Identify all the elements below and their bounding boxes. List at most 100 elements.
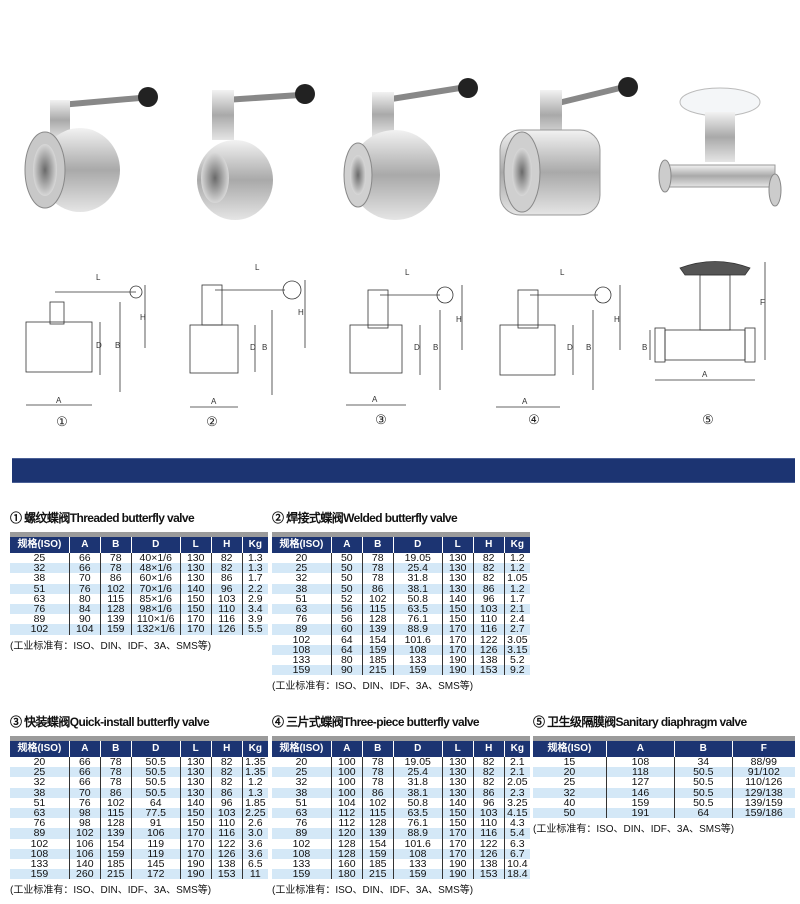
table-cell: 191 — [606, 808, 675, 818]
table-cell: 170 — [442, 828, 474, 839]
table-cell: 130 — [442, 563, 474, 574]
table-cell: 64 — [331, 644, 363, 655]
table-cell: 25 — [272, 767, 332, 778]
table-cell: 150 — [180, 604, 212, 614]
svg-text:B: B — [433, 343, 438, 352]
table-cell: 154 — [100, 838, 132, 849]
svg-text:A: A — [372, 395, 378, 404]
table-cell: 78 — [362, 757, 394, 767]
table-cell: 130 — [180, 757, 212, 767]
table-cell: 190 — [442, 859, 474, 869]
table-cell: 98 — [69, 818, 101, 829]
table-cell: 185 — [362, 859, 394, 869]
table-cell: 50.8 — [393, 593, 443, 604]
table-cell: 2.05 — [507, 776, 528, 789]
table-cell: 100 — [331, 757, 363, 767]
table-cell: 76.1 — [393, 818, 443, 829]
table-cell: 9.2 — [504, 665, 530, 676]
svg-text:A: A — [522, 397, 528, 406]
table-cell: 91 — [131, 818, 181, 829]
table-cell: 102 — [100, 797, 132, 808]
table-cell: 190 — [180, 859, 212, 869]
table-cell: 115 — [362, 604, 394, 614]
column-header: Kg — [504, 537, 530, 553]
table-cell: 50.5 — [131, 767, 181, 778]
column-header: L — [442, 741, 474, 757]
table-cell: 190 — [442, 665, 474, 676]
table-cell: 150 — [442, 604, 474, 614]
table-cell: 89 — [272, 828, 332, 839]
column-header: Kg — [242, 741, 268, 757]
column-header: L — [442, 537, 474, 553]
svg-text:L: L — [96, 273, 101, 282]
table-cell: 25.4 — [393, 767, 443, 778]
table-cell: 85×1/6 — [131, 593, 181, 604]
table-cell: 133 — [393, 859, 443, 869]
table-cell: 86 — [100, 787, 132, 798]
table-cell: 63 — [10, 808, 70, 818]
table-cell: 102 — [362, 797, 394, 808]
table-cell: 50.5 — [131, 787, 181, 798]
table-cell: 128 — [362, 614, 394, 625]
table-cell: 180 — [331, 869, 363, 880]
table-cell: 70×1/6 — [131, 583, 181, 594]
table-cell: 2.1 — [510, 756, 525, 769]
table-title: ④ 三片式蝶阀Three-piece butterfly valve — [272, 715, 480, 729]
table-title: ⑤ 卫生级隔膜阀Sanitary diaphragm valve — [533, 715, 747, 729]
table-cell: 101.6 — [393, 838, 443, 849]
table-cell: 130 — [180, 553, 212, 563]
table-cell: 88.9 — [393, 828, 443, 839]
column-header: B — [674, 741, 733, 757]
table-cell: 106 — [131, 828, 181, 839]
table-cell: 15 — [533, 757, 607, 767]
table-cell: 91/102 — [732, 767, 795, 778]
table-cell: 159 — [272, 869, 332, 880]
table-cell: 96 — [473, 593, 505, 604]
table-title: ③ 快装蝶阀Quick-install butterfly valve — [10, 715, 210, 729]
table-cell: 38 — [10, 787, 70, 798]
table-cell: 82 — [473, 757, 505, 767]
table-cell: 66 — [69, 777, 101, 788]
table-cell: 78 — [362, 553, 394, 563]
svg-text:B: B — [115, 341, 120, 350]
table-cell: 102 — [10, 838, 70, 849]
table-cell: 159 — [100, 848, 132, 859]
table-cell: 78 — [100, 757, 132, 767]
table-cell: 104 — [69, 624, 101, 635]
table-cell: 159 — [393, 665, 443, 676]
table-cell: 133 — [10, 859, 70, 869]
technical-drawings: L H D B A L H D B A L H D B A — [25, 261, 766, 408]
table-cell: 80 — [331, 655, 363, 665]
table-cell: 2.4 — [510, 613, 525, 626]
table-cell: 159 — [10, 869, 70, 880]
table-cell: 190 — [442, 869, 474, 880]
table-cell: 1.2 — [504, 583, 530, 594]
column-header: L — [180, 537, 212, 553]
threaded-valve-photo — [24, 87, 158, 212]
table-cell: 50 — [331, 583, 363, 594]
table-cell: 122 — [473, 634, 505, 645]
column-header: B — [362, 741, 394, 757]
table-cell: 50.8 — [393, 797, 443, 808]
table-cell: 82 — [211, 757, 243, 767]
table-cell: 90 — [331, 665, 363, 676]
drawing-threaded: L H D B A — [25, 273, 146, 406]
table-cell: 122 — [473, 838, 505, 849]
table-cell: 116 — [473, 624, 505, 635]
table-cell: 119 — [131, 848, 181, 859]
table-cell: 64 — [131, 797, 181, 808]
table-cell: 70 — [69, 787, 101, 798]
